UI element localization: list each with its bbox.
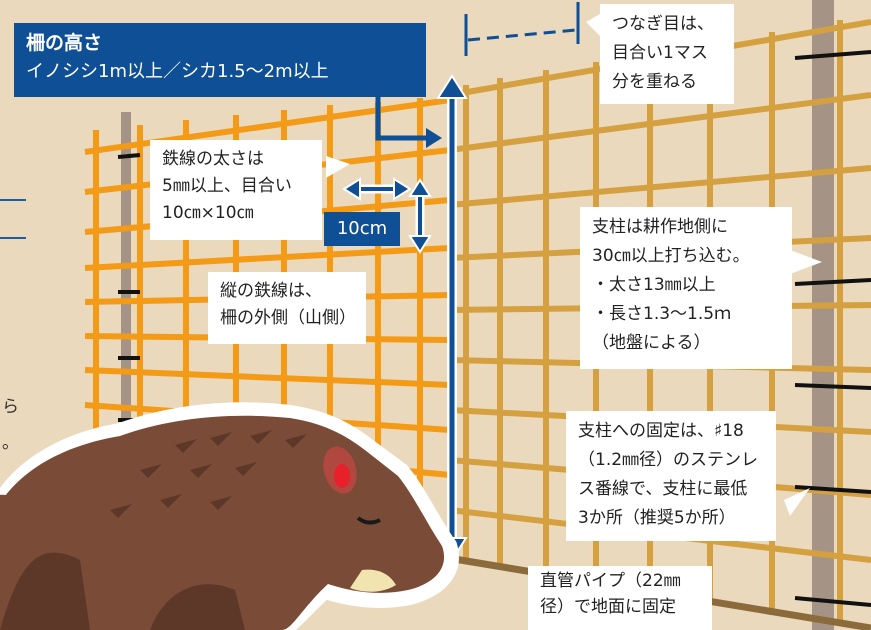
title-connector-arrow bbox=[375, 97, 428, 141]
mesh-height-arrow-icon bbox=[408, 178, 432, 254]
ground-pipe-callout: 直管パイプ（22㎜ 径）で地面に固定 bbox=[528, 566, 712, 630]
wild-boar-icon bbox=[0, 402, 459, 630]
title-connector-arrowhead bbox=[426, 128, 442, 148]
wire-fixing-callout: 支柱への固定は、♯18 （1.2㎜径）のステンレ ス番線で、支柱に最低 3か所（… bbox=[566, 411, 776, 541]
mesh-width-arrow-icon bbox=[342, 177, 412, 201]
mesh-size-label: 10cm bbox=[324, 212, 400, 246]
edge-text-fragment-2: 。 bbox=[2, 433, 19, 453]
joint-overlap-callout: つなぎ目は、 目合い1マス 分を重ねる bbox=[600, 4, 734, 104]
post-depth-callout: 支柱は耕作地側に 30㎝以上打ち込む。 ・太さ13㎜以上 ・長さ1.3〜1.5ｍ… bbox=[580, 207, 792, 369]
post-callout-tail bbox=[790, 250, 822, 274]
edge-text-fragment-1: ら bbox=[2, 397, 19, 417]
fence-height-requirement: イノシシ1m以上／シカ1.5〜2m以上 bbox=[26, 61, 329, 82]
fence-height-heading: 柵の高さ bbox=[26, 32, 103, 54]
support-post-right bbox=[812, 0, 834, 630]
joint-overlap-marker bbox=[464, 2, 580, 56]
wire-thickness-callout: 鉄線の太さは 5㎜以上、目合い 10㎝×10㎝ bbox=[150, 140, 322, 240]
fixing-callout-tail bbox=[784, 488, 810, 516]
joint-callout-tail bbox=[586, 14, 600, 36]
support-post-left bbox=[121, 112, 131, 442]
wire-callout-tail bbox=[326, 156, 350, 178]
fence-height-title-box: 柵の高さ イノシシ1m以上／シカ1.5〜2m以上 bbox=[14, 23, 426, 97]
vertical-wire-callout: 縦の鉄線は、 柵の外側（山側） bbox=[208, 272, 366, 344]
